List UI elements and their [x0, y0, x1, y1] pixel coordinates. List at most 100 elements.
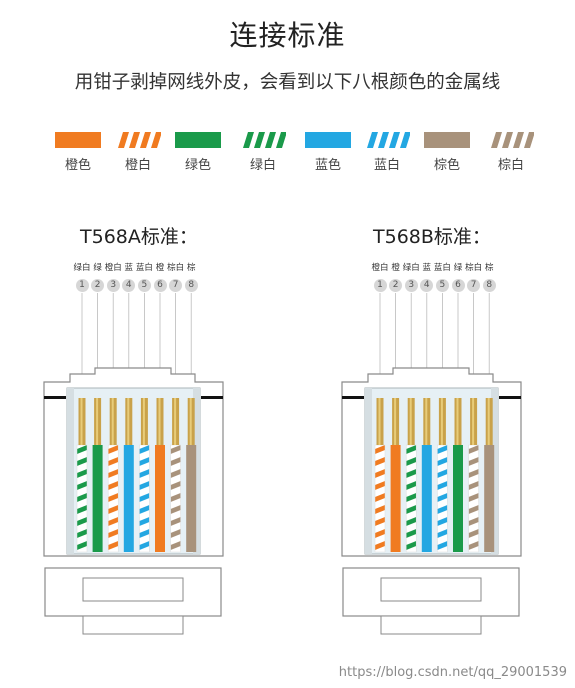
- pin-label: 蓝: [422, 263, 432, 273]
- legend-swatch: [305, 132, 351, 148]
- pin-label: 棕: [484, 263, 494, 273]
- pin-number: 1: [75, 279, 89, 292]
- legend-item: 绿色: [163, 132, 233, 173]
- pin-label: 绿: [93, 263, 102, 273]
- standard-title-t568b: T568B标准：: [373, 226, 491, 248]
- legend-label: 橙色: [64, 158, 91, 173]
- legend-swatch: [55, 132, 101, 148]
- legend-swatch: [243, 132, 286, 148]
- pin-number: 2: [389, 279, 403, 292]
- pin-label: 绿白: [402, 263, 420, 273]
- legend-item: 橙白: [103, 132, 173, 173]
- wire-solid: [484, 445, 495, 552]
- legend-swatch: [175, 132, 221, 148]
- gold-contact-highlight: [127, 398, 130, 445]
- boot-inset: [82, 577, 184, 602]
- pin-number: 4: [420, 279, 434, 292]
- pin-number: 8: [184, 279, 198, 292]
- legend-label: 橙白: [124, 158, 151, 173]
- legend-label: 绿白: [249, 158, 276, 173]
- wire-striped: [374, 444, 386, 553]
- legend-item: 绿白: [228, 132, 298, 173]
- legend-item: 蓝色: [293, 132, 363, 173]
- wire-solid: [453, 445, 463, 552]
- latch-bar: [201, 396, 223, 399]
- gold-contact-highlight: [174, 398, 177, 445]
- gold-contact-highlight: [189, 398, 192, 445]
- pin-label: 绿白: [73, 263, 91, 273]
- pin-label: 橙: [391, 263, 400, 273]
- gold-contact-highlight: [456, 398, 459, 445]
- legend-swatch: [367, 132, 410, 148]
- watermark-url: https://blog.csdn.net/qq_29001539: [338, 665, 567, 680]
- legend-item: 棕色: [412, 132, 482, 173]
- gold-contact-highlight: [142, 398, 145, 445]
- pin-number: 6: [451, 279, 465, 292]
- wire-striped: [468, 444, 479, 553]
- gold-contact-highlight: [378, 398, 381, 445]
- gold-contact-highlight: [425, 398, 428, 445]
- gold-contact-highlight: [409, 398, 412, 445]
- pin-label: 橙白: [371, 263, 389, 273]
- pin-number: 7: [169, 279, 183, 292]
- legend-label: 棕色: [433, 158, 460, 173]
- standard-title-t568a: T568A标准：: [80, 226, 198, 248]
- wire-solid: [92, 445, 103, 552]
- pin-label: 蓝白: [433, 263, 451, 273]
- gold-contact-highlight: [440, 398, 443, 445]
- pin-label: 橙白: [104, 263, 122, 273]
- pin-number: 7: [467, 279, 481, 292]
- boot-inset: [380, 577, 482, 602]
- wire-solid: [186, 445, 197, 552]
- pin-number: 1: [373, 279, 387, 292]
- wire-striped: [437, 444, 448, 553]
- legend-swatch: [424, 132, 470, 148]
- gold-contact-highlight: [394, 398, 397, 445]
- legend-label: 蓝色: [314, 158, 341, 173]
- pin-label: 绿: [453, 263, 463, 273]
- boot-tail: [82, 615, 184, 635]
- latch-bar: [44, 396, 66, 399]
- boot-tail: [380, 615, 482, 635]
- legend-swatch: [491, 132, 534, 148]
- pin-label: 棕白: [167, 263, 185, 273]
- pin-label: 蓝: [124, 263, 134, 273]
- legend-label: 绿色: [184, 158, 211, 173]
- cavity-ridge: [491, 388, 498, 554]
- cavity-ridge: [67, 388, 74, 554]
- color-legend: 橙色 橙白 绿色 绿白 蓝色 蓝白 棕色 棕白: [0, 132, 575, 182]
- wire-solid: [390, 445, 401, 552]
- pin-number: 5: [435, 279, 449, 292]
- legend-item: 橙色: [43, 132, 113, 173]
- wire-striped: [405, 444, 417, 553]
- pin-number: 4: [122, 279, 136, 292]
- pin-label: 棕白: [465, 263, 483, 273]
- pin-number: 2: [91, 279, 105, 292]
- pin-number: 3: [404, 279, 418, 292]
- wire-solid: [123, 445, 134, 552]
- legend-item: 蓝白: [352, 132, 422, 173]
- pin-label: 棕: [186, 263, 196, 273]
- gold-contact-highlight: [487, 398, 490, 445]
- pin-number: 5: [137, 279, 151, 292]
- page-title: 连接标准: [229, 19, 346, 52]
- cavity-ridge: [193, 388, 200, 554]
- page-subtitle: 用钳子剥掉网线外皮，会看到以下八根颜色的金属线: [74, 72, 501, 93]
- wire-solid: [421, 445, 432, 552]
- wire-solid: [155, 445, 165, 552]
- gold-contact-highlight: [111, 398, 114, 445]
- legend-item: 棕白: [476, 132, 546, 173]
- legend-swatch: [118, 132, 161, 148]
- pin-number: 8: [482, 279, 496, 292]
- latch-bar: [499, 396, 521, 399]
- pin-number: 3: [106, 279, 120, 292]
- pin-label: 蓝白: [135, 263, 153, 273]
- pin-number: 6: [153, 279, 167, 292]
- gold-contact-highlight: [472, 398, 475, 445]
- pin-label: 橙: [155, 263, 165, 273]
- latch-bar: [342, 396, 364, 399]
- gold-contact-highlight: [80, 398, 83, 445]
- gold-contact-highlight: [96, 398, 99, 445]
